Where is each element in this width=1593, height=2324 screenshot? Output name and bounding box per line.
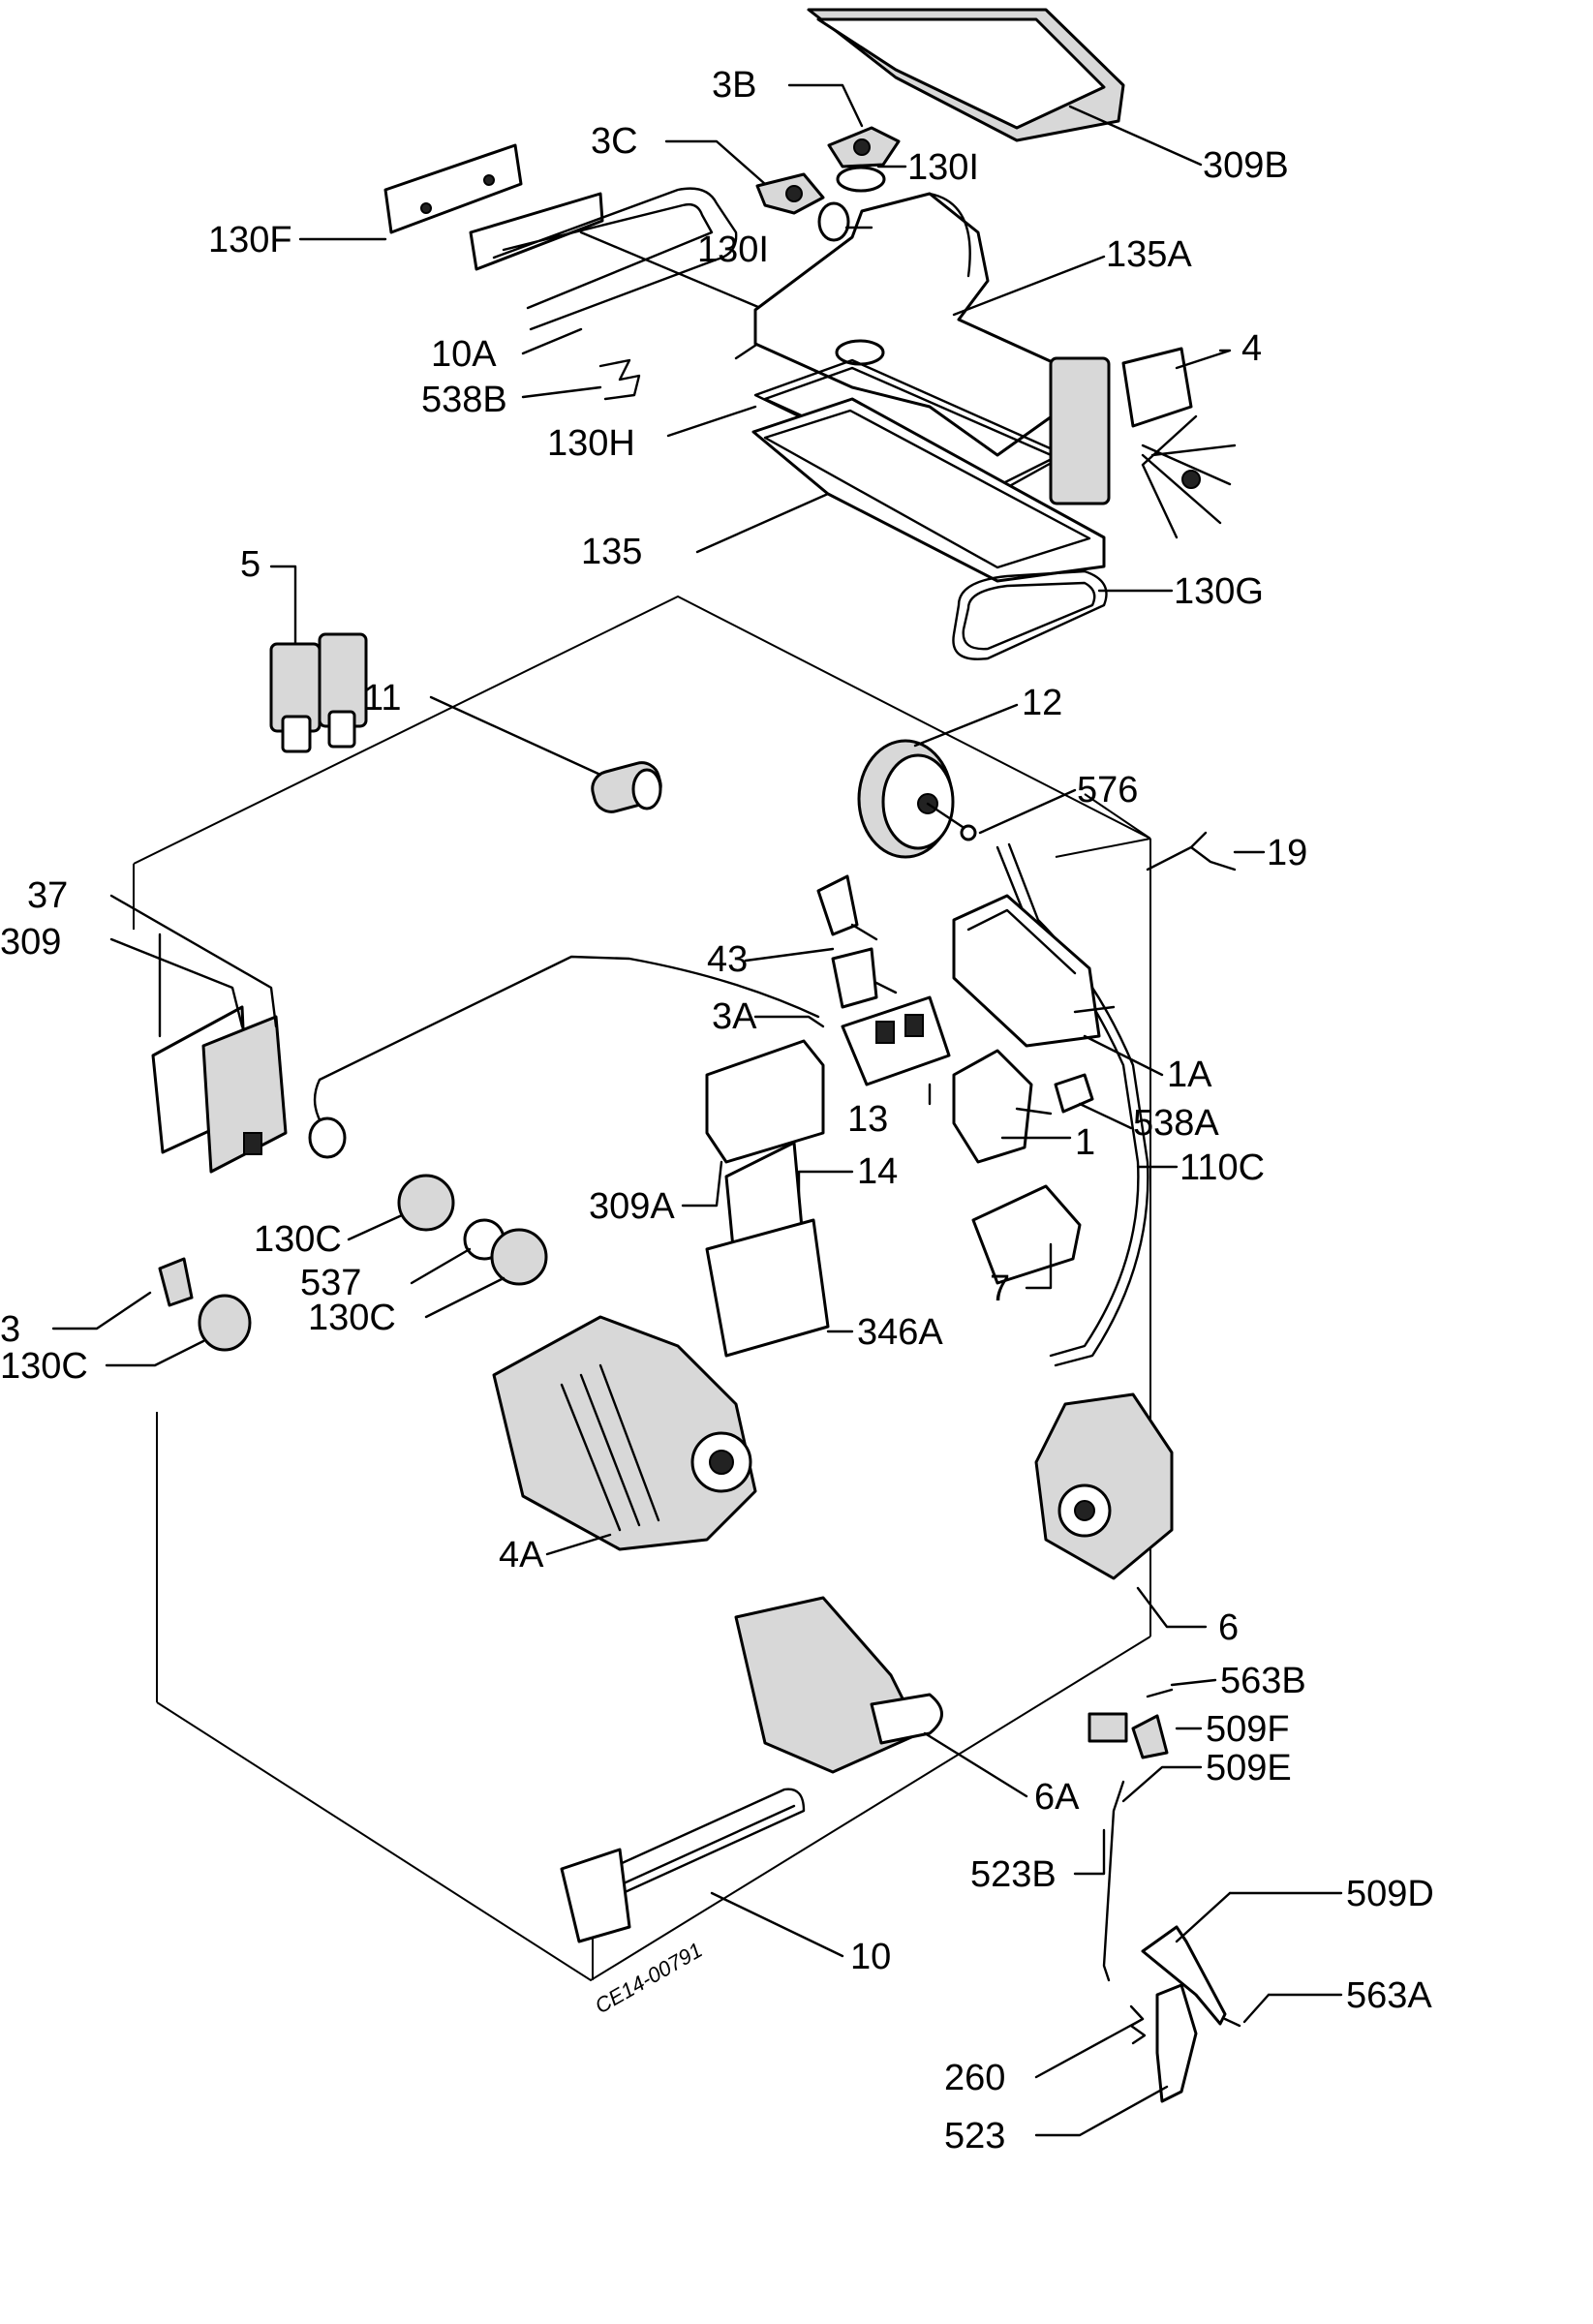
label-14: 14	[857, 1151, 898, 1192]
label-537: 537	[300, 1263, 361, 1303]
part-346a-tray	[705, 1218, 830, 1358]
part-3a-switch	[831, 947, 898, 1009]
part-130i-ring-a	[836, 166, 886, 193]
label-4a: 4A	[499, 1535, 544, 1575]
part-130g-belt	[952, 569, 1108, 660]
part-523b-plate	[1088, 1712, 1128, 1743]
label-509d: 509D	[1346, 1874, 1434, 1914]
part-13-selector	[841, 995, 951, 1086]
label-130h: 130H	[547, 423, 635, 464]
part-3-thermostat	[158, 1257, 194, 1307]
part-6-pump	[1034, 1392, 1174, 1580]
label-130i-b: 130I	[697, 229, 769, 270]
part-563b-pin	[1146, 1688, 1174, 1698]
part-130c-grommet-c	[198, 1294, 252, 1352]
part-130c-grommet-b	[490, 1228, 548, 1286]
part-509f-latch	[1131, 1714, 1169, 1759]
part-538b-clip	[598, 358, 641, 401]
label-509e: 509E	[1206, 1748, 1292, 1789]
part-130f-bracket	[383, 143, 523, 234]
part-538a-clip	[1054, 1073, 1094, 1114]
label-130c-a: 130C	[254, 1219, 342, 1260]
label-3c: 3C	[591, 121, 638, 162]
part-563a-pin	[1223, 2017, 1241, 2028]
label-10: 10	[850, 1937, 891, 1977]
label-37: 37	[27, 875, 68, 916]
label-563b: 563B	[1220, 1661, 1306, 1701]
part-1a-programmer	[952, 894, 1116, 1048]
label-135a: 135A	[1106, 234, 1192, 275]
part-5-inlet-valves	[269, 632, 368, 753]
cabinet-outline	[133, 595, 1151, 1982]
part-130c-grommet-a	[397, 1174, 455, 1232]
leader-lines	[51, 83, 1343, 2137]
part-43-switch	[816, 874, 878, 941]
label-576: 576	[1077, 770, 1138, 810]
part-labels: 309B 3B 3C 130I 130I 130F 135A 10A 4 538…	[0, 65, 1434, 2156]
label-13: 13	[847, 1099, 888, 1140]
part-130i-ring-b	[817, 201, 850, 242]
label-309b: 309B	[1203, 145, 1289, 186]
label-3: 3	[0, 1309, 20, 1350]
label-19: 19	[1267, 833, 1307, 873]
part-10a-heater	[469, 187, 774, 360]
part-3c-thermostat	[755, 172, 825, 215]
part-135a-duct	[753, 192, 1067, 457]
label-4: 4	[1241, 328, 1262, 369]
label-1: 1	[1075, 1122, 1095, 1163]
label-563a: 563A	[1346, 1975, 1432, 2016]
part-10-heater	[560, 1788, 806, 1943]
part-1-switch	[952, 1049, 1053, 1164]
label-346a: 346A	[857, 1312, 943, 1353]
label-3b: 3B	[712, 65, 756, 106]
part-509d-lever	[1141, 1925, 1227, 2026]
label-309a: 309A	[589, 1186, 675, 1227]
label-130c-c: 130C	[0, 1346, 88, 1387]
part-309a-cover	[705, 1039, 825, 1164]
label-5: 5	[240, 544, 260, 585]
label-130f: 130F	[208, 220, 292, 260]
label-110c: 110C	[1179, 1147, 1265, 1188]
label-523: 523	[944, 2116, 1005, 2156]
part-509e-rod	[1102, 1780, 1125, 1982]
label-130i-a: 130I	[907, 147, 979, 188]
part-4-fan-motor	[1049, 347, 1237, 539]
part-3a-tube	[313, 955, 820, 1130]
part-tube-fitting	[308, 1116, 347, 1159]
part-4a-motor	[492, 1315, 757, 1551]
part-19-clip	[1146, 831, 1237, 872]
label-260: 260	[944, 2058, 1005, 2098]
drawing-code: CE14-00791	[591, 1938, 706, 2018]
label-130c-b: 130C	[308, 1298, 396, 1338]
label-135: 135	[581, 532, 642, 572]
part-11-capacitor	[591, 761, 662, 813]
part-309b-lid	[807, 8, 1125, 142]
label-7: 7	[990, 1269, 1010, 1309]
part-523-catch	[1155, 1983, 1198, 2103]
label-6a: 6A	[1034, 1777, 1080, 1818]
label-6: 6	[1218, 1607, 1239, 1648]
part-3b-thermostat	[827, 126, 901, 168]
label-10a: 10A	[431, 334, 497, 375]
part-12-timer-knob	[857, 739, 977, 859]
label-309: 309	[0, 922, 61, 963]
label-538b: 538B	[421, 380, 507, 420]
label-130g: 130G	[1174, 571, 1264, 612]
label-11: 11	[363, 678, 401, 719]
label-43: 43	[707, 939, 748, 980]
label-509f: 509F	[1206, 1709, 1290, 1750]
label-523b: 523B	[970, 1854, 1057, 1895]
part-6a-pump	[734, 1596, 943, 1774]
part-309-panel	[151, 1005, 288, 1174]
label-1a: 1A	[1167, 1055, 1212, 1095]
label-12: 12	[1022, 683, 1062, 723]
label-3a: 3A	[712, 996, 757, 1037]
part-7-filter	[971, 1184, 1082, 1285]
label-538a: 538A	[1133, 1103, 1219, 1144]
